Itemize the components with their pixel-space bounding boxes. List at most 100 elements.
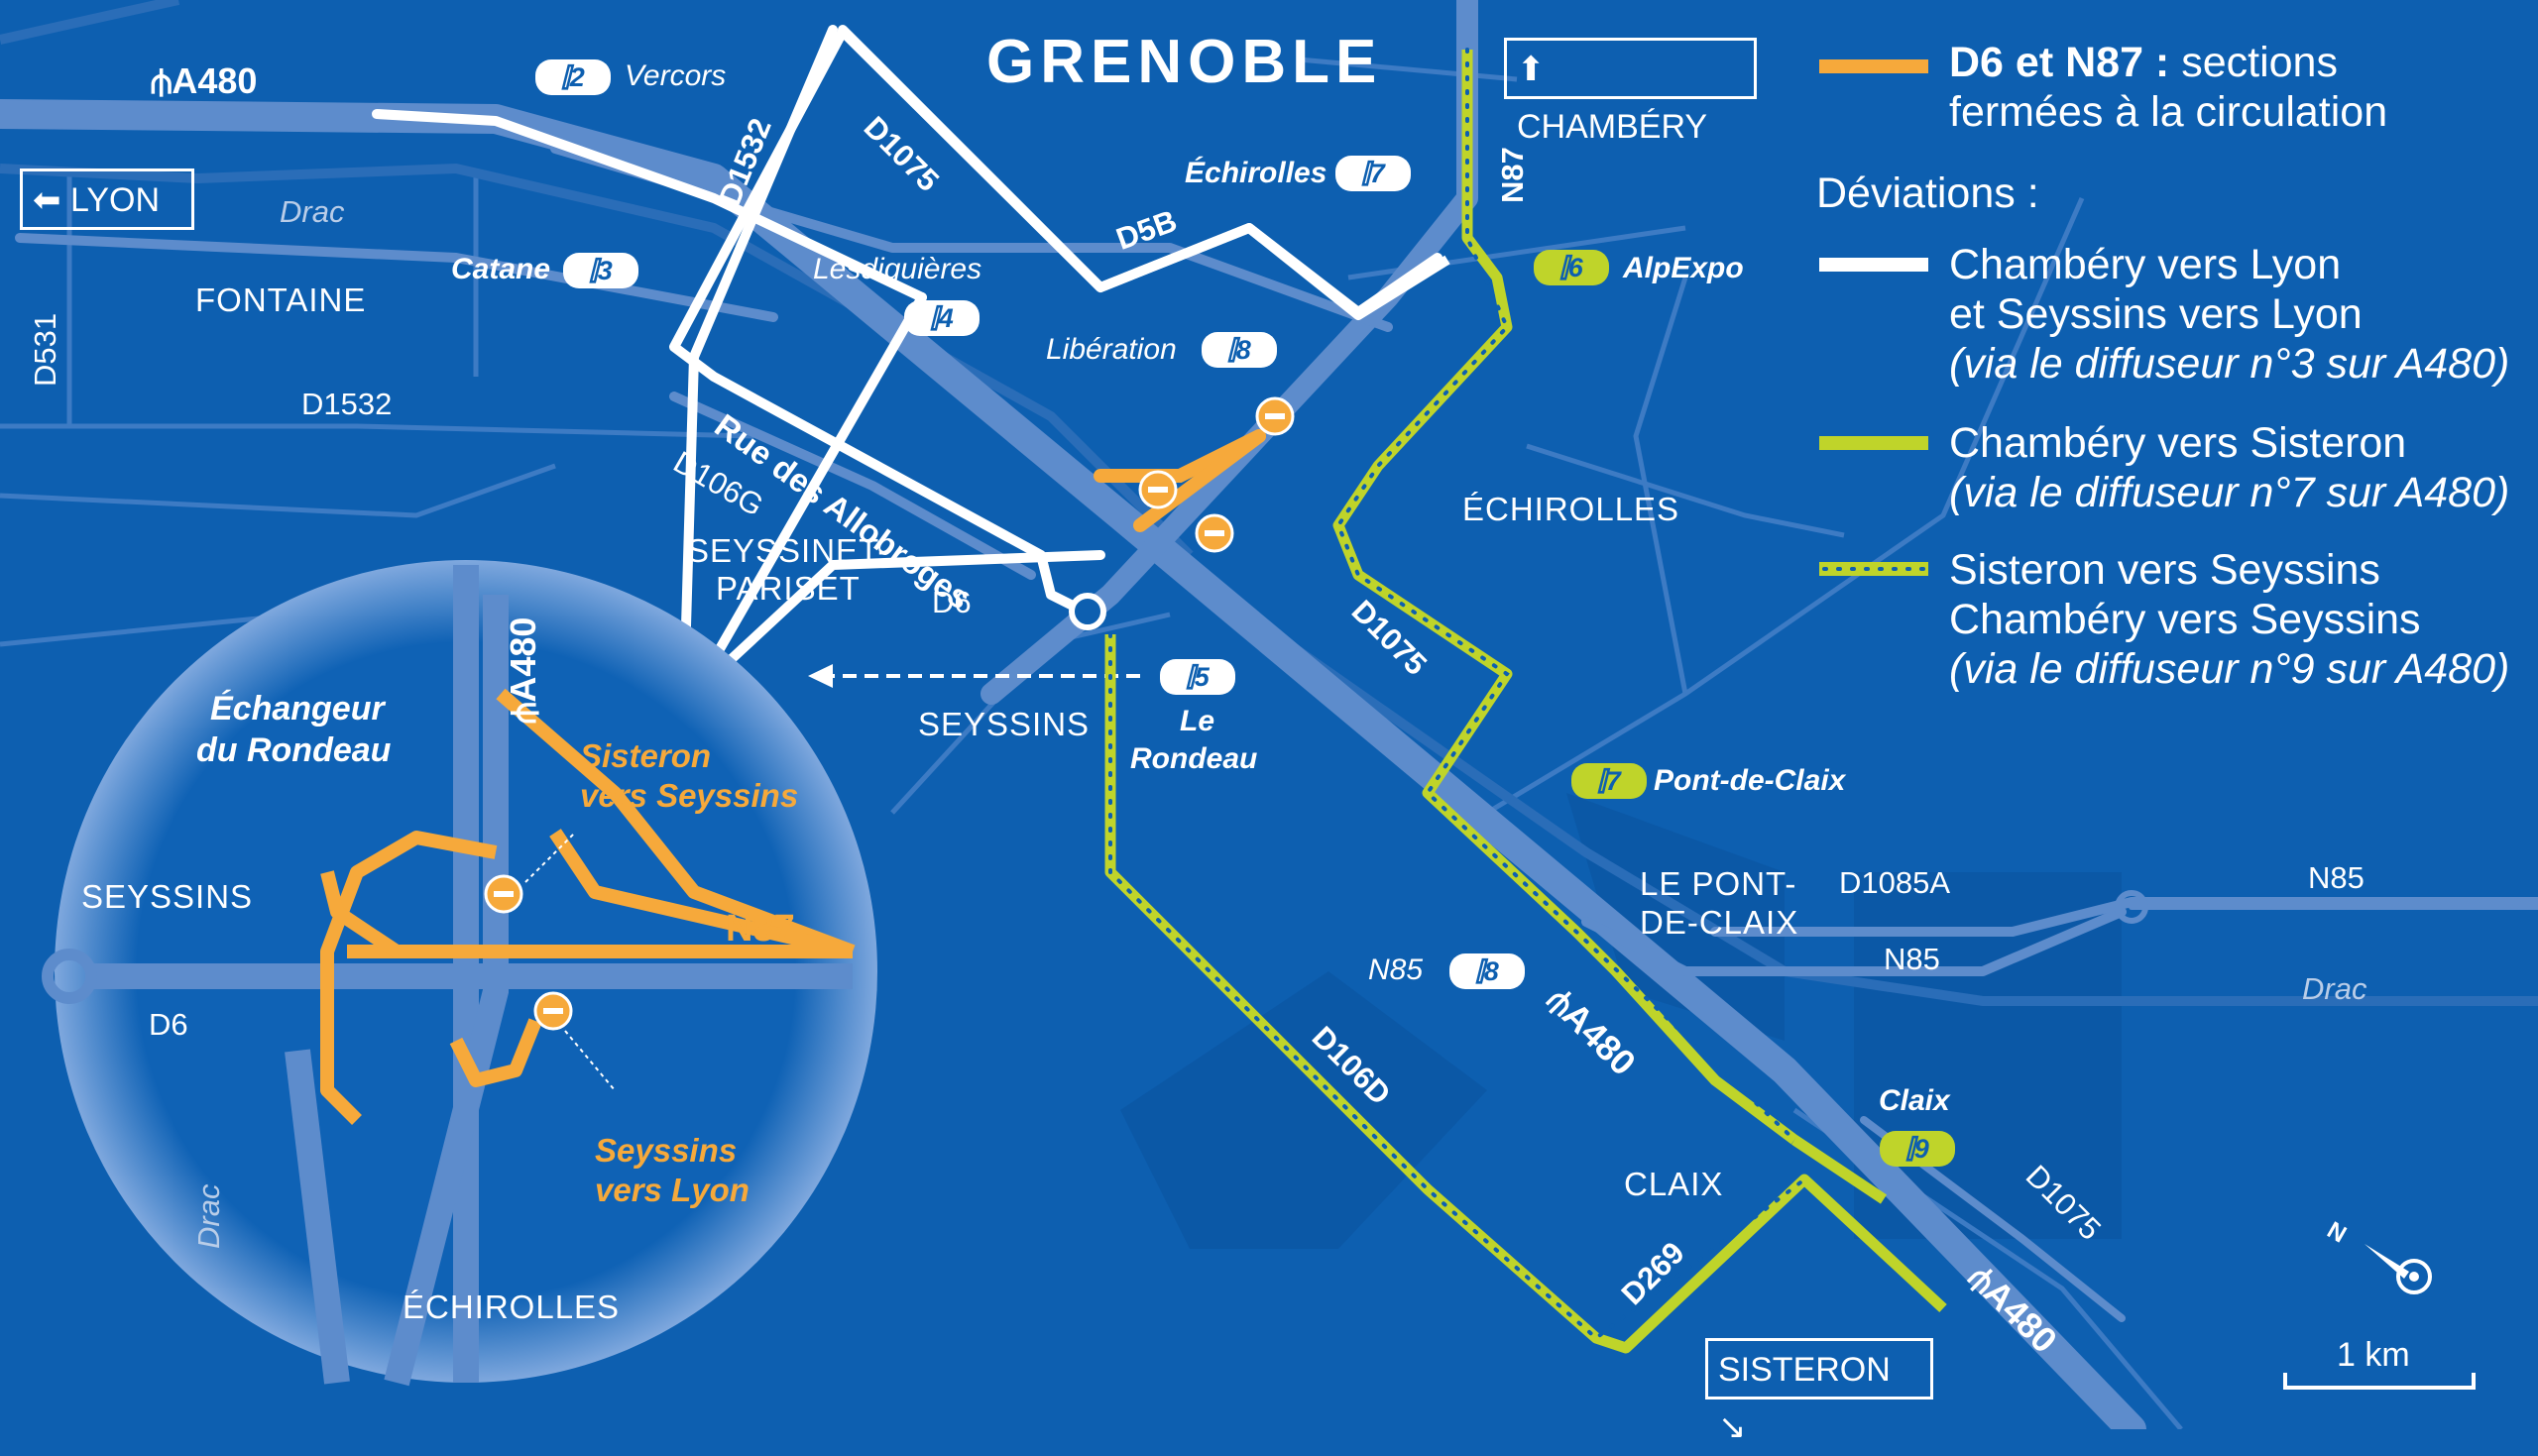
exit-icon: ⫿ [1559,253,1568,282]
exit-badge-6: ⫿6 [1534,250,1609,285]
exit-8b-num: 8 [1483,956,1499,986]
sign-sisteron-label: SISTERON [1718,1351,1891,1389]
exit-4-num: 4 [938,303,954,333]
compass-icon [2365,1244,2432,1294]
legend-white-1: Chambéry vers Lyon [1949,241,2342,288]
road-drac-right: Drac [2302,971,2367,1006]
sign-sisteron: SISTERON ↘ [1705,1338,1933,1446]
legend-dotted-1: Sisteron vers Seyssins [1949,546,2380,594]
inset-title-2: du Rondeau [196,731,392,769]
road-a480-top: ⫛A480 [151,60,258,101]
exit-8-name: Libération [1046,333,1177,366]
exit-icon: ⫿ [1361,159,1370,188]
exit-9-num: 9 [1913,1134,1929,1164]
place-fontaine: FONTAINE [195,281,367,318]
white-detour-west [669,29,1084,615]
inset-seyssins: SEYSSINS [81,878,254,915]
exit-6-num: 6 [1567,253,1583,282]
legend-dotted-3: (via le diffuseur n°9 sur A480) [1949,645,2510,693]
legend-green-2: (via le diffuseur n°7 sur A480) [1949,469,2510,516]
exit-icon: ⫿ [1905,1134,1914,1164]
inset-seyssins-1: Seyssins [595,1132,738,1169]
sign-lyon: ⬅ LYON [20,168,194,230]
place-echirolles: ÉCHIROLLES [1462,491,1680,527]
exit-2-num: 2 [569,62,585,92]
legend-green-1: Chambéry vers Sisteron [1949,419,2407,467]
exit-badge-5: ⫿5 [1160,659,1235,695]
city-title: GRENOBLE [986,28,1383,96]
legend-closed-bold: D6 et N87 : [1949,39,2170,86]
exit-badge-9: ⫿9 [1880,1131,1955,1167]
legend-green: Chambéry vers Sisteron (via le diffuseur… [1949,418,2509,517]
road-d531: D531 [28,312,62,387]
roundabout-n85 [2115,890,2148,924]
exit-7-num: 7 [1369,159,1385,188]
place-seyssinet-2: PARISET [716,570,861,607]
legend-deviations: Déviations : [1816,169,2039,217]
place-seyssins: SEYSSINS [918,706,1091,742]
exit-3-name: Catane [451,253,551,285]
exit-3-num: 3 [597,256,613,285]
green-dots [1108,48,1806,1341]
sign-lyon-label: LYON [69,181,161,219]
exit-9-name: Claix [1879,1084,1950,1117]
inset-sisteron-2: vers Seyssins [580,777,799,814]
inset-a480: ⫛A480 [503,616,543,724]
sign-chambery: ⬆ CHAMBÉRY [1504,38,1757,146]
legend: D6 et N87 : sections fermées à la circul… [1949,38,2387,137]
place-pontdeclaix-1: LE PONT- [1640,865,1797,902]
inset-d6: D6 [149,1007,188,1042]
road-d6: D6 [932,585,972,619]
legend-white: Chambéry vers Lyon et Seyssins vers Lyon… [1949,240,2509,389]
exit-5-name2: Rondeau [1130,742,1258,775]
legend-swatches [1819,59,1930,576]
arrow-left-icon: ⬅ [33,181,61,219]
scale-bar [2283,1373,2476,1390]
white-detour-main [839,28,1450,320]
legend-closed-line2: fermées à la circulation [1949,88,2388,136]
road-d1532-left: D1532 [301,387,393,421]
exit-icon: ⫿ [1186,662,1195,692]
inset-circle [42,560,877,1387]
exit-7b-num: 7 [1605,766,1621,796]
place-pontdeclaix-2: DE-CLAIX [1640,904,1799,941]
exit-7-name: Échirolles [1185,157,1327,189]
scale-label: 1 km [2337,1336,2410,1374]
exit-icon: ⫿ [561,62,570,92]
exit-icon: ⫿ [1227,335,1236,365]
place-claix: CLAIX [1624,1166,1724,1202]
road-drac-left: Drac [280,194,345,229]
legend-white-3: (via le diffuseur n°3 sur A480) [1949,340,2510,388]
terrain-patches [1120,793,2122,1249]
inset-a480-label: A480 [503,616,543,703]
exit-5-num: 5 [1194,662,1210,692]
road-a480-top-label: A480 [172,60,258,101]
inset-drac: Drac [191,1183,226,1249]
sign-chambery-label: CHAMBÉRY [1517,108,1708,146]
exit-8-num: 8 [1235,335,1251,365]
exit-icon: ⫿ [589,256,598,285]
exit-icon: ⫿ [1475,956,1484,986]
legend-closed-rest: sections [2181,39,2338,86]
place-seyssinet-1: SEYSSINET- [687,532,890,569]
closed-sections [1094,429,1266,532]
arrow-down-right-icon: ↘ [1718,1408,1747,1446]
road-n85-b: N85 [2308,860,2365,895]
exit-icon: ⫿ [930,303,939,333]
exit-badge-7b: ⫿7 [1571,763,1647,799]
exit-6-name: AlpExpo [1623,252,1744,284]
exit-5-name: Le [1180,705,1215,737]
exit-badge-7: ⫿7 [1335,156,1411,191]
legend-dotted: Sisteron vers Seyssins Chambéry vers Sey… [1949,545,2509,694]
no-entry-icons [1138,396,1295,553]
exit-badge-3: ⫿3 [563,253,638,288]
exit-icon: ⫿ [1597,766,1606,796]
exit-7b-name: Pont-de-Claix [1654,764,1846,797]
white-arrowhead [808,664,833,688]
inset-seyssins-2: vers Lyon [595,1172,750,1208]
exit-4-name: Lesdiguières [813,253,982,285]
exit-2-name: Vercors [625,59,727,92]
road-d1085a: D1085A [1839,865,1951,900]
